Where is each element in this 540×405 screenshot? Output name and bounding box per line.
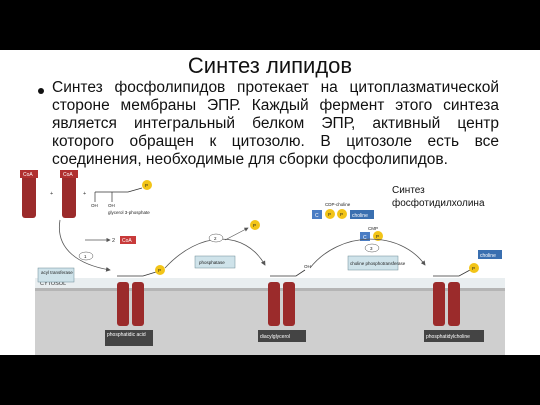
cytosol-label: CYTOSOL (40, 281, 66, 287)
step-2-label: 2 (214, 236, 217, 241)
p-label-5: P (340, 212, 343, 217)
oh-label-1: OH (91, 203, 98, 208)
slide: Синтез липидов Синтез фосфолипидов проте… (0, 50, 540, 355)
phosphate-group-1 (142, 180, 152, 190)
step-3-arrow (309, 238, 426, 269)
p-label-4: P (328, 212, 331, 217)
side-caption: Синтез фосфотидилхолина (392, 185, 485, 209)
diacylglycerol-label-box (258, 330, 306, 342)
acyl-transferase-enzyme (37, 267, 75, 283)
step-1-marker (78, 251, 94, 261)
phosphatidylcholine-label: phosphatidylcholine (426, 334, 470, 340)
cmp-c-box (360, 232, 370, 241)
plus-sign-2: + (83, 191, 86, 197)
step-3-marker (364, 243, 380, 253)
c-label: C (315, 213, 319, 219)
bullet-text: Синтез фосфолипидов протекает на цитопла… (52, 79, 499, 168)
bullet-point (38, 88, 44, 94)
choline-phosphotransferase-enzyme (347, 255, 399, 271)
phosphate-released (250, 220, 260, 230)
p-label-2: P (158, 268, 161, 273)
pi-release-arrow (224, 227, 249, 241)
phosphatidic-acid-label: phosphatidic acid (107, 332, 146, 338)
p-label-7: P (472, 266, 475, 271)
diacylglycerol-lipid: OH (268, 264, 311, 326)
cmp-label: CMP (368, 226, 378, 231)
c-label-2: C (363, 235, 367, 241)
step-3-label: 3 (370, 246, 373, 251)
slide-title: Синтез липидов (187, 53, 353, 78)
fatty-acyl-coa-1: CoA (20, 170, 38, 218)
lipid-synthesis-diagram: CYTOSOL CoA CoA + + OH OH P glycerol 3-p… (20, 170, 505, 355)
phosphatidylcholine-label-box (424, 330, 484, 342)
phosphatidic-acid-label-box (105, 330, 153, 346)
step-1-label: 1 (84, 254, 87, 259)
choline-phosphotransferase-label: choline phosphotransferase (350, 261, 406, 266)
glycerol-3-phosphate: OH OH P glycerol 3-phosphate (91, 180, 152, 215)
coa-label-3: CoA (122, 238, 132, 244)
two-label: 2 (112, 238, 115, 244)
acyl-transferase-label: acyl transferase (41, 270, 73, 275)
phosphatase-enzyme (194, 255, 236, 269)
choline-label-1: choline (352, 213, 368, 219)
plus-sign: + (50, 191, 53, 197)
glycerol-3-phosphate-label: glycerol 3-phosphate (108, 210, 150, 215)
coa-label-2: CoA (63, 172, 73, 178)
cdp-choline: C P P choline (312, 209, 374, 219)
coa-label-1: CoA (23, 172, 33, 178)
oh-label-2: OH (108, 203, 115, 208)
diacylglycerol-label: diacylglycerol (260, 334, 290, 340)
phosphatidic-acid-lipid: P (117, 265, 165, 326)
coa-release-box (120, 236, 136, 244)
phosphatidylcholine-lipid: P choline (433, 250, 502, 326)
fatty-acyl-coa-2: CoA (60, 170, 78, 218)
step-1-arrow (58, 219, 111, 272)
p-label-1: P (145, 183, 148, 188)
phosphatase-label: phosphatase (199, 260, 225, 265)
choline-label-2: choline (480, 253, 496, 259)
step-2-marker (208, 233, 224, 243)
cdp-choline-label: CDP-choline (325, 202, 351, 207)
p-label-3: P (253, 223, 256, 228)
oh-label-3: OH (304, 264, 311, 269)
p-label-6: P (376, 234, 379, 239)
cmp-phosphate (373, 231, 383, 241)
